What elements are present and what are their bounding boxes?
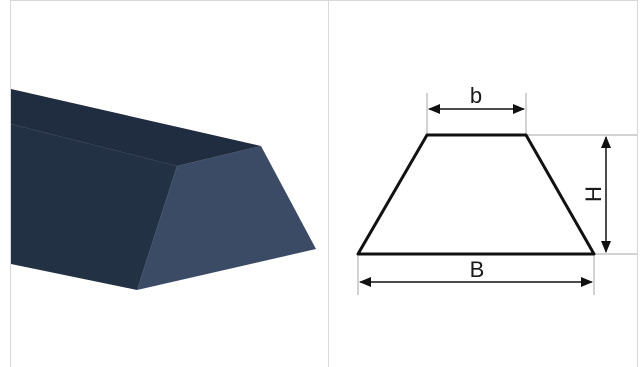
prism-front-face [11,124,177,290]
height-label: H [581,186,606,202]
cross-section-drawing: b B H [356,83,637,295]
bottom-width-label: B [470,257,485,282]
panel-divider [328,0,329,367]
trapezoid-outline [356,133,596,256]
top-width-label: b [470,83,482,108]
prism-top-face [11,89,261,166]
panel-border [10,0,638,367]
prism-3d-render [11,89,316,290]
prism-bevel-face [137,146,316,290]
